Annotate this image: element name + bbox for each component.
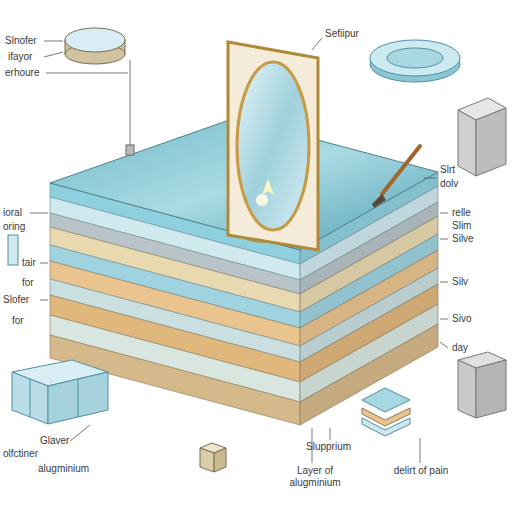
part-label: erhoure	[5, 67, 39, 79]
part-label: Silv	[452, 276, 468, 288]
part-label: olfctiner	[3, 448, 38, 460]
part-label: Sefiipur	[325, 28, 359, 40]
part-label: Silve	[452, 233, 474, 245]
part-label: delirt of pain	[390, 465, 452, 477]
part-label: relle	[452, 207, 471, 219]
part-label: day	[452, 342, 468, 354]
part-label: Slrt	[440, 164, 455, 176]
part-label: alugminium	[38, 463, 89, 475]
part-label: Slim	[452, 220, 471, 232]
part-label: ifayor	[8, 51, 32, 63]
part-label: oring	[3, 221, 25, 233]
part-label: Slofer	[3, 294, 29, 306]
part-label: for	[22, 277, 34, 289]
part-label: dolv	[440, 178, 458, 190]
part-label: Layer of alugminium	[270, 465, 360, 489]
part-label: tair	[22, 257, 36, 269]
part-label: Slupprium	[306, 441, 351, 453]
part-label: Sivo	[452, 313, 471, 325]
part-label: ioral	[3, 207, 22, 219]
part-label: for	[12, 315, 24, 327]
part-label: Glaver	[40, 435, 69, 447]
part-label: Slnofer	[5, 35, 37, 47]
